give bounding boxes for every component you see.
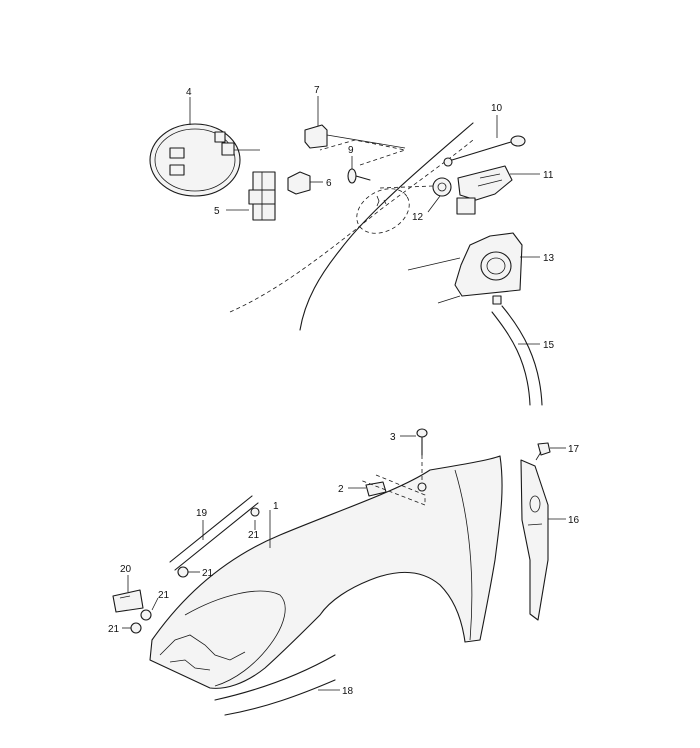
label-5: 5 xyxy=(214,206,220,217)
label-16: 16 xyxy=(568,515,580,526)
clip-17 xyxy=(535,442,551,461)
label-9: 9 xyxy=(348,145,354,156)
label-6: 6 xyxy=(326,178,332,189)
buffer-7 xyxy=(304,124,406,149)
housing-13 xyxy=(407,232,523,305)
grommet-12 xyxy=(379,177,452,197)
label-13: 13 xyxy=(543,253,555,264)
fuel-flap-4 xyxy=(149,123,260,197)
pin-9 xyxy=(347,168,371,184)
label-21-a: 21 xyxy=(248,530,260,541)
label-21-c: 21 xyxy=(158,590,170,601)
brace-19 xyxy=(169,495,260,571)
label-10: 10 xyxy=(491,103,503,114)
drain-hose-15 xyxy=(491,305,543,406)
nuts-21 xyxy=(130,566,189,634)
bracket-20 xyxy=(112,589,144,613)
panel-16 xyxy=(520,459,549,621)
cable-10 xyxy=(443,135,526,167)
label-2: 2 xyxy=(338,484,344,495)
label-15: 15 xyxy=(543,340,555,351)
screw-3 xyxy=(416,428,428,492)
actuator-11 xyxy=(456,165,513,215)
label-7: 7 xyxy=(314,85,320,96)
label-20: 20 xyxy=(120,564,132,575)
label-19: 19 xyxy=(196,508,208,519)
hinge-5 xyxy=(248,171,276,221)
part-numbers: 4 7 10 9 6 5 11 12 13 15 3 2 17 16 1 19 … xyxy=(108,85,580,697)
label-1: 1 xyxy=(273,501,279,512)
label-21-b: 21 xyxy=(202,568,214,579)
fender-1 xyxy=(149,455,503,689)
label-3: 3 xyxy=(390,432,396,443)
leader-lines xyxy=(122,96,566,691)
clip-2 xyxy=(359,474,426,506)
label-18: 18 xyxy=(342,686,354,697)
strip-18 xyxy=(214,654,336,716)
label-21-d: 21 xyxy=(108,624,120,635)
label-4: 4 xyxy=(186,87,192,98)
label-11: 11 xyxy=(543,170,554,181)
label-12: 12 xyxy=(412,212,424,223)
clip-6 xyxy=(287,171,311,195)
label-17: 17 xyxy=(568,444,580,455)
